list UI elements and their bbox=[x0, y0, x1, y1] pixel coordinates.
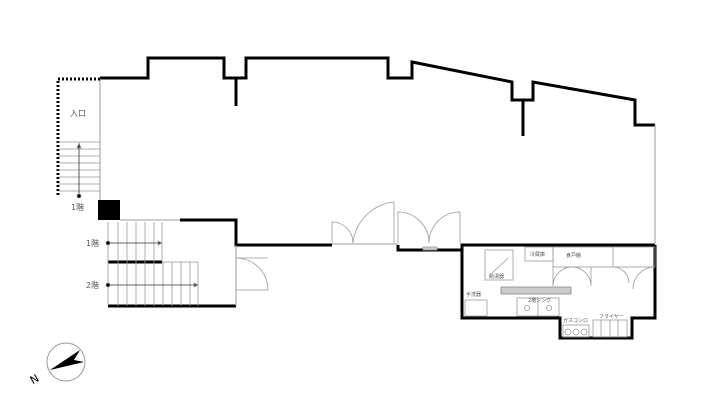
thin-walls bbox=[99, 78, 656, 306]
entrance-stairs bbox=[58, 141, 100, 199]
doors bbox=[235, 201, 461, 291]
floor1-entry-label: 1階 bbox=[71, 202, 84, 212]
fryer-label: フライヤー bbox=[599, 314, 624, 320]
compass bbox=[46, 342, 86, 382]
floor2-stair-label: 2階 bbox=[86, 280, 99, 290]
compass-north-label: N bbox=[28, 372, 42, 387]
refrigerator-label: 冷蔵庫 bbox=[530, 251, 545, 258]
entrance-label: 入口 bbox=[70, 109, 86, 118]
stairs bbox=[105, 222, 199, 306]
cupboard-label: 食戸棚 bbox=[566, 252, 581, 259]
kitchen-fixtures bbox=[464, 246, 656, 338]
floor1-stair-label: 1階 bbox=[86, 238, 99, 248]
gas-stove-label: ガスコンロ bbox=[563, 317, 588, 324]
entrance-dotted-wall bbox=[56, 77, 100, 196]
outer-walls bbox=[100, 56, 657, 340]
water-heater-label: 給湯器 bbox=[489, 273, 504, 280]
handwash-label: 手洗器 bbox=[466, 291, 481, 298]
sink-label: 2槽シンク bbox=[528, 297, 551, 304]
pillar bbox=[98, 200, 120, 220]
